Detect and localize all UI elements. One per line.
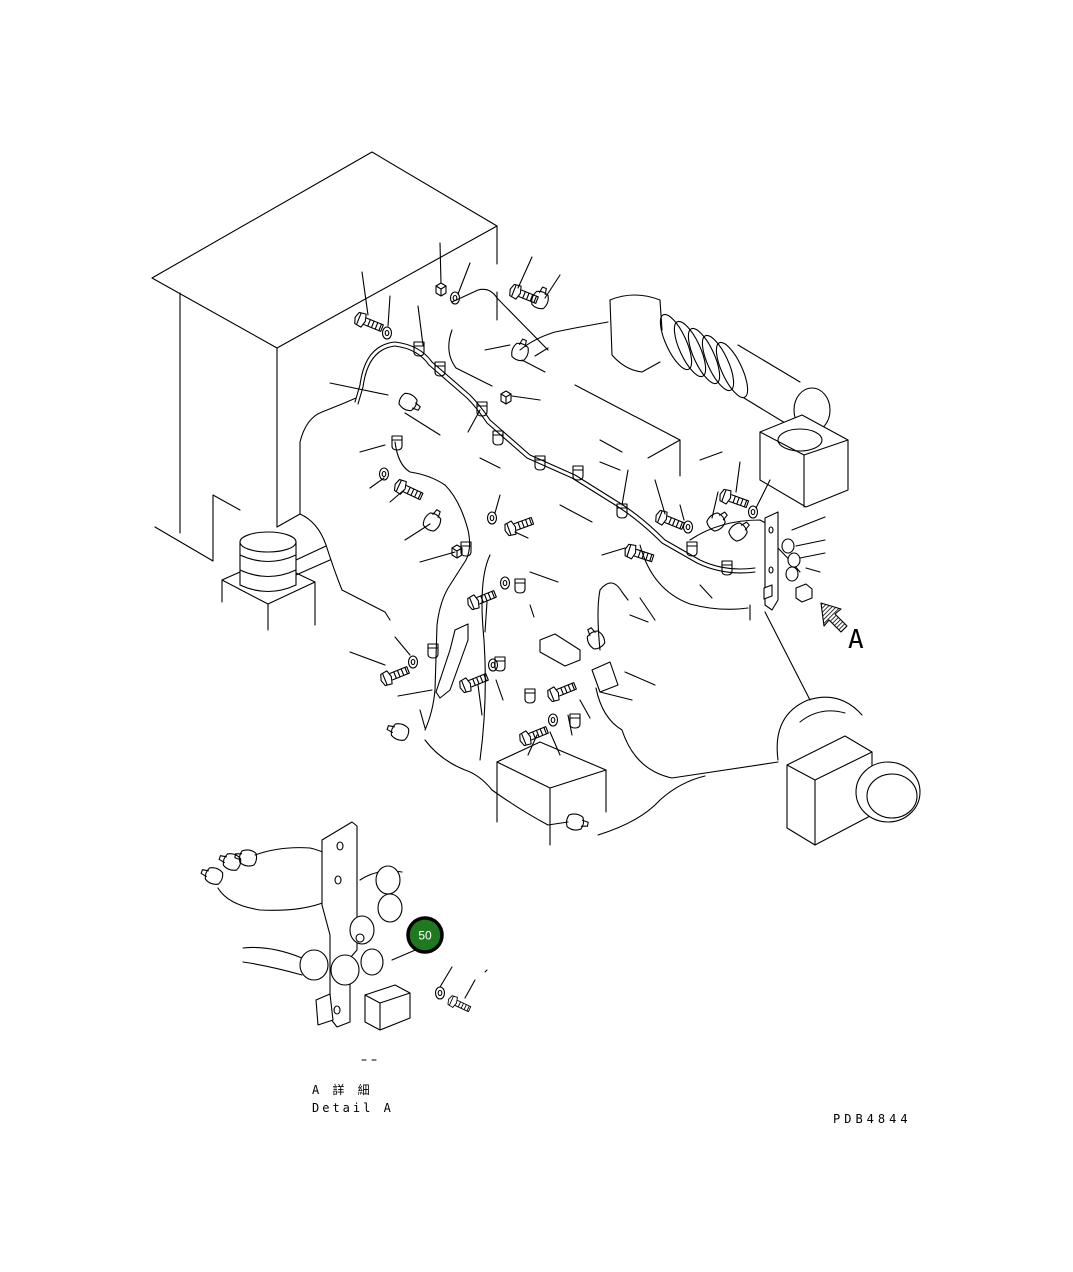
cable xyxy=(242,961,303,976)
clip xyxy=(524,688,536,704)
connector xyxy=(360,948,384,976)
connector-boot xyxy=(529,284,553,312)
engine-mount xyxy=(221,531,331,631)
fan-shroud xyxy=(299,397,391,621)
bolt xyxy=(351,310,386,336)
bolt xyxy=(717,487,751,512)
connector-boot xyxy=(582,624,608,652)
wiring-harness xyxy=(354,341,801,826)
connector xyxy=(375,865,401,895)
sensor-bracket xyxy=(435,623,469,699)
cable xyxy=(242,946,303,959)
view-arrow-label: A xyxy=(848,625,864,655)
bolt xyxy=(544,678,579,704)
washer xyxy=(682,520,694,534)
sensor-bracket xyxy=(591,661,619,693)
washer xyxy=(381,326,393,340)
connector xyxy=(330,954,360,986)
washer xyxy=(407,655,419,669)
connector xyxy=(377,893,403,923)
cable xyxy=(217,887,326,911)
washer xyxy=(547,713,559,727)
axle-hub xyxy=(776,696,921,846)
leader-lines xyxy=(329,242,826,756)
junction-box xyxy=(364,984,411,1031)
washer xyxy=(434,986,446,1000)
connector xyxy=(299,949,329,981)
nut xyxy=(500,390,512,405)
transmission-housing xyxy=(595,544,811,836)
view-arrow xyxy=(820,602,848,633)
bolt xyxy=(377,662,412,688)
connector-boot xyxy=(198,863,226,887)
detail-title-en: Detail A xyxy=(312,1101,394,1115)
nut xyxy=(435,282,447,297)
detail-title-jp: A 詳 細 xyxy=(312,1082,373,1097)
fasteners xyxy=(351,282,759,833)
radiator xyxy=(151,151,498,562)
clip xyxy=(391,435,403,451)
clip xyxy=(569,713,581,729)
connector xyxy=(349,915,375,945)
callout-number[interactable]: 50 xyxy=(418,929,432,943)
engine-block xyxy=(448,288,723,523)
bolt xyxy=(445,993,473,1015)
drawing-number: PDB4844 xyxy=(833,1112,912,1126)
oil-pan xyxy=(496,741,607,846)
washer xyxy=(499,576,511,590)
connector-boot xyxy=(420,506,446,534)
clip xyxy=(572,465,584,481)
intake-pipe xyxy=(609,294,849,508)
connector-boot xyxy=(384,719,412,743)
connector-boot xyxy=(233,847,259,868)
callout-circle[interactable] xyxy=(406,916,444,954)
connector-boot xyxy=(564,812,590,833)
callout-badge[interactable]: 50 xyxy=(406,916,444,954)
washer xyxy=(486,511,498,525)
connector-bracket xyxy=(763,511,813,611)
clip xyxy=(514,578,526,594)
detail-a-view xyxy=(198,821,488,1061)
bolt xyxy=(506,282,541,308)
sensor-bracket xyxy=(539,633,581,667)
bolt xyxy=(622,542,656,566)
bolt xyxy=(652,508,687,534)
connector-boot xyxy=(396,390,424,416)
bolt xyxy=(391,477,425,504)
